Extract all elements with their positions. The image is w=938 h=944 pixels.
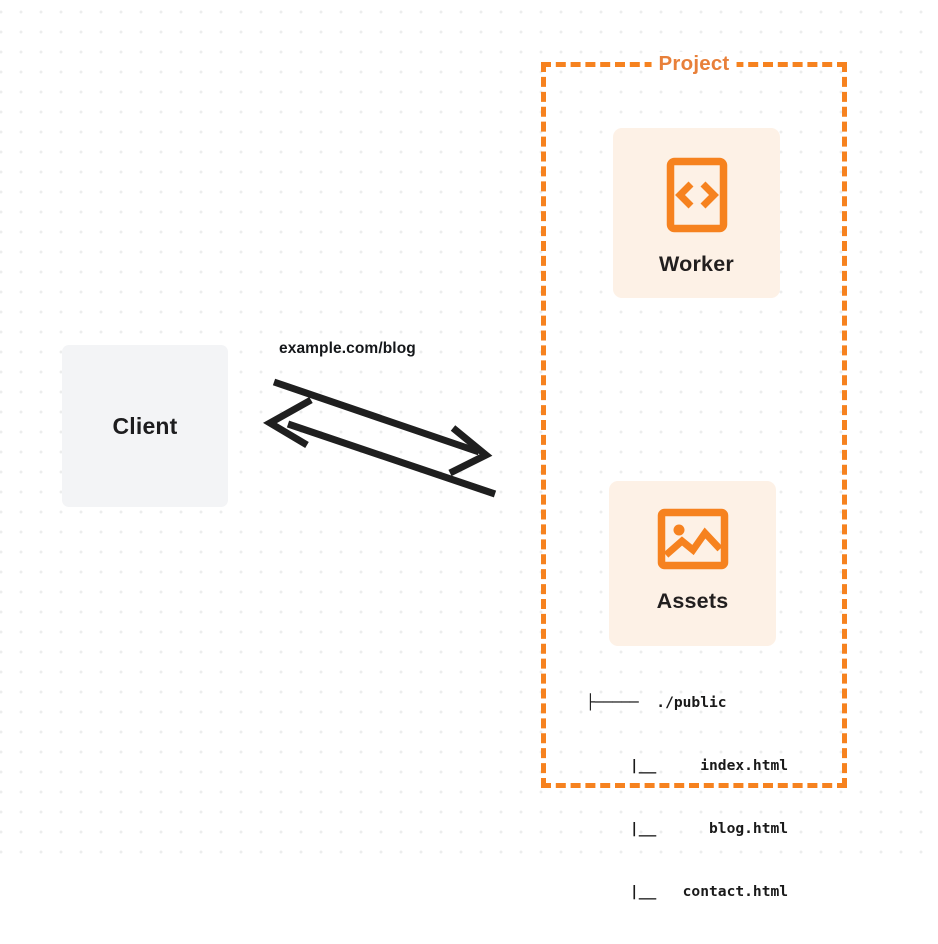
request-arrow xyxy=(272,378,493,477)
worker-node[interactable]: Worker xyxy=(613,128,780,298)
client-node[interactable]: Client xyxy=(62,345,228,507)
assets-file-tree: ├───── ./public |__ index.html |__ blog.… xyxy=(586,650,788,944)
connection-url-label: example.com/blog xyxy=(279,340,416,357)
file-tree-row-blog: |__ blog.html xyxy=(586,820,789,837)
project-boundary-label: Project xyxy=(651,52,737,76)
response-arrow xyxy=(263,396,497,498)
diagram-canvas: Client example.com/blog Project Worker xyxy=(0,0,938,900)
worker-node-label: Worker xyxy=(659,252,734,276)
assets-node-label: Assets xyxy=(656,589,729,613)
image-icon xyxy=(657,508,729,575)
code-brackets-icon xyxy=(666,157,728,238)
project-boundary: Project xyxy=(541,52,847,788)
client-node-label: Client xyxy=(112,412,178,439)
assets-node[interactable]: Assets xyxy=(609,481,776,646)
file-tree-row-contact: |__ contact.html xyxy=(586,883,789,900)
file-tree-row-root: ├───── ./public xyxy=(586,694,727,711)
file-tree-row-index: |__ index.html xyxy=(586,757,789,774)
